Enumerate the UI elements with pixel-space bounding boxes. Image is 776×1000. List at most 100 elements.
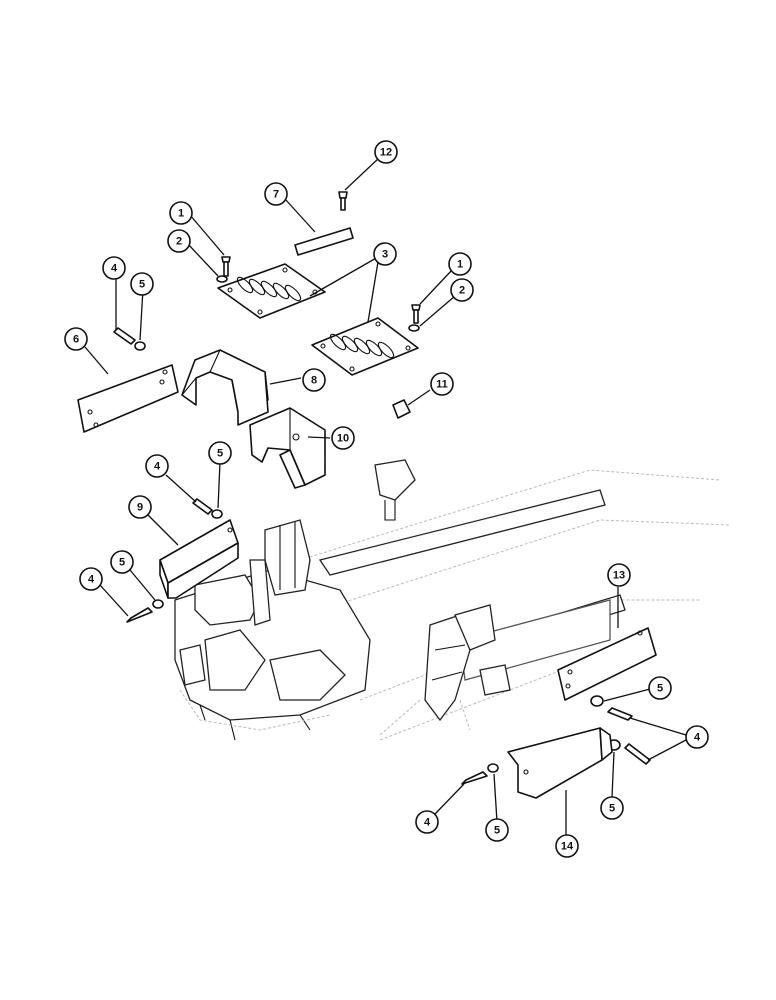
callout-4: 4 <box>145 454 169 478</box>
callout-circle <box>685 725 709 749</box>
callout-9: 9 <box>128 495 152 519</box>
parts <box>77 191 657 799</box>
washer-5a-icon <box>134 341 146 351</box>
callout-label: 9 <box>137 502 143 514</box>
callout-circle <box>64 327 88 351</box>
bolt-1-icon <box>221 256 231 277</box>
callout-label: 13 <box>613 570 625 582</box>
callout-1: 1 <box>448 252 472 276</box>
callout-circle <box>102 256 126 280</box>
callout-2: 2 <box>450 278 474 302</box>
callout-circle <box>110 550 134 574</box>
bolt-12-icon <box>338 191 348 211</box>
bolt-4e-icon <box>624 743 651 765</box>
callout-10: 10 <box>331 426 355 450</box>
callout-circle <box>430 372 454 396</box>
callout-label: 11 <box>436 379 448 391</box>
callout-label: 2 <box>176 236 182 248</box>
callout-circle <box>128 495 152 519</box>
bolt-1b-icon <box>411 304 421 324</box>
leader-lines <box>84 157 687 835</box>
callout-circle <box>415 810 439 834</box>
bolt-4d-icon <box>607 707 633 721</box>
callout-8: 8 <box>302 368 326 392</box>
callout-7: 7 <box>264 182 288 206</box>
callout-circle <box>450 278 474 302</box>
callout-13: 13 <box>607 563 631 587</box>
callout-label: 5 <box>217 448 223 460</box>
washer-5b-icon <box>211 509 223 519</box>
callout-label: 1 <box>178 208 184 220</box>
callout-circle <box>648 676 672 700</box>
washer-5d-icon <box>590 695 604 707</box>
callout-6: 6 <box>64 327 88 351</box>
callout-5: 5 <box>110 550 134 574</box>
callout-circle <box>167 229 191 253</box>
bracket-8-icon <box>181 349 269 426</box>
bracket-14-icon <box>507 727 613 799</box>
callout-circle <box>373 242 397 266</box>
callout-label: 12 <box>380 147 392 159</box>
callout-5: 5 <box>130 272 154 296</box>
callout-circle <box>169 201 193 225</box>
callout-label: 10 <box>337 433 349 445</box>
washer-2b-icon <box>408 324 420 332</box>
callout-5: 5 <box>208 441 232 465</box>
slotted-plate-3b-icon <box>311 317 419 376</box>
callout-4: 4 <box>102 256 126 280</box>
callout-4: 4 <box>685 725 709 749</box>
callout-circle <box>555 834 579 858</box>
bracket-9-icon <box>159 519 239 599</box>
callout-label: 6 <box>73 334 79 346</box>
callout-label: 2 <box>459 285 465 297</box>
callout-2: 2 <box>167 229 191 253</box>
callout-label: 4 <box>154 461 161 473</box>
callout-circle <box>145 454 169 478</box>
callout-4: 4 <box>79 567 103 591</box>
callout-label: 4 <box>694 732 701 744</box>
callout-circle <box>374 140 398 164</box>
callout-5: 5 <box>600 796 624 820</box>
callout-4: 4 <box>415 810 439 834</box>
callout-circle <box>264 182 288 206</box>
callout-label: 4 <box>424 817 431 829</box>
washer-5c-icon <box>152 599 164 609</box>
callout-circle <box>485 818 509 842</box>
callout-12: 12 <box>374 140 398 164</box>
callout-circle <box>130 272 154 296</box>
callout-circle <box>600 796 624 820</box>
callout-1: 1 <box>169 201 193 225</box>
callout-label: 5 <box>609 803 615 815</box>
machine-frame <box>174 459 731 741</box>
callout-label: 3 <box>382 249 388 261</box>
callout-3: 3 <box>373 242 397 266</box>
bolt-4b-icon <box>192 498 213 515</box>
callout-11: 11 <box>430 372 454 396</box>
callout-label: 4 <box>88 574 95 586</box>
callout-circle <box>448 252 472 276</box>
callout-label: 8 <box>311 375 317 387</box>
callout-label: 4 <box>111 263 118 275</box>
callout-label: 5 <box>139 279 145 291</box>
callout-5: 5 <box>485 818 509 842</box>
plate-13-icon <box>557 627 657 701</box>
callout-5: 5 <box>648 676 672 700</box>
callout-circle <box>208 441 232 465</box>
callout-circle <box>79 567 103 591</box>
plate-6-icon <box>77 364 179 433</box>
washer-2-icon <box>216 275 228 283</box>
plate-7-icon <box>294 227 354 256</box>
cap-11-icon <box>392 399 411 419</box>
callout-circle <box>302 368 326 392</box>
washer-5f-icon <box>487 763 499 773</box>
callout-label: 14 <box>561 841 574 853</box>
bolt-4a-icon <box>113 327 136 345</box>
callout-circle <box>607 563 631 587</box>
callout-label: 5 <box>494 825 500 837</box>
callout-label: 5 <box>657 683 663 695</box>
callout-circle <box>331 426 355 450</box>
bolt-4c-icon <box>126 607 153 623</box>
callout-14: 14 <box>555 834 579 858</box>
